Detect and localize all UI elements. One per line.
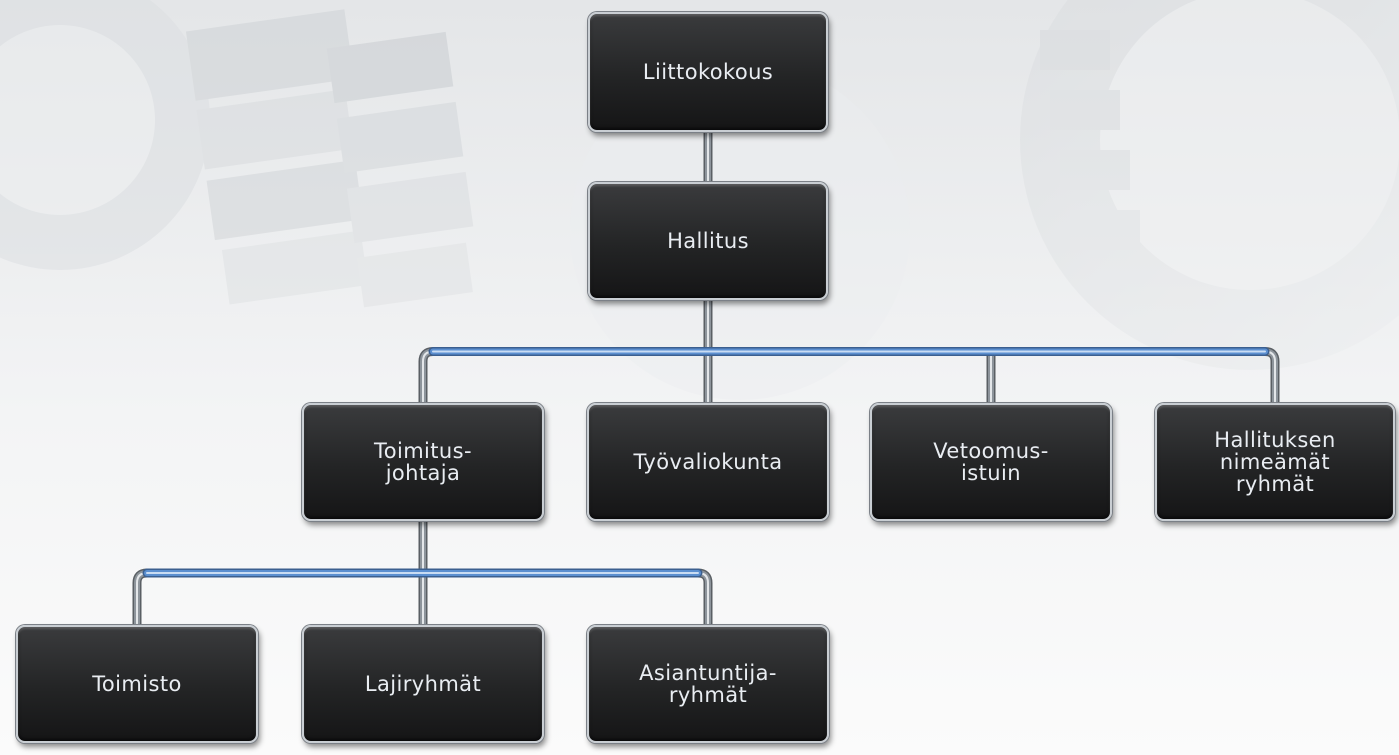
node-label-asiantuntijaryhmat: Asiantuntija- ryhmät	[639, 661, 777, 707]
node-label-vetoomusistuin: Vetoomus- istuin	[933, 439, 1049, 485]
node-liittokokous: Liittokokous	[588, 12, 828, 132]
gear-shape-left	[0, 0, 474, 308]
node-label-liittokokous: Liittokokous	[642, 60, 774, 84]
gear-shape-right	[570, 0, 1399, 400]
node-asiantuntijaryhmat: Asiantuntija- ryhmät	[587, 625, 829, 743]
node-tyovaliokunta: Työvaliokunta	[587, 403, 829, 521]
node-label-hallitus: Hallitus	[667, 229, 749, 253]
node-label-tyovaliokunta: Työvaliokunta	[633, 450, 783, 474]
node-toimisto: Toimisto	[16, 625, 258, 743]
node-label-toimitusjohtaja: Toimitus- johtaja	[374, 439, 472, 485]
node-lajiryhmat: Lajiryhmät	[302, 625, 544, 743]
node-vetoomusistuin: Vetoomus- istuin	[870, 403, 1112, 521]
node-label-lajiryhmat: Lajiryhmät	[364, 672, 482, 696]
node-label-hallituksen-nimeamat-ryhmat: Hallituksen nimeämät ryhmät	[1214, 428, 1336, 496]
node-toimitusjohtaja: Toimitus- johtaja	[302, 403, 544, 521]
node-hallitus: Hallitus	[588, 182, 828, 300]
node-hallituksen-nimeamat-ryhmat: Hallituksen nimeämät ryhmät	[1155, 403, 1395, 521]
node-label-toimisto: Toimisto	[92, 672, 182, 696]
